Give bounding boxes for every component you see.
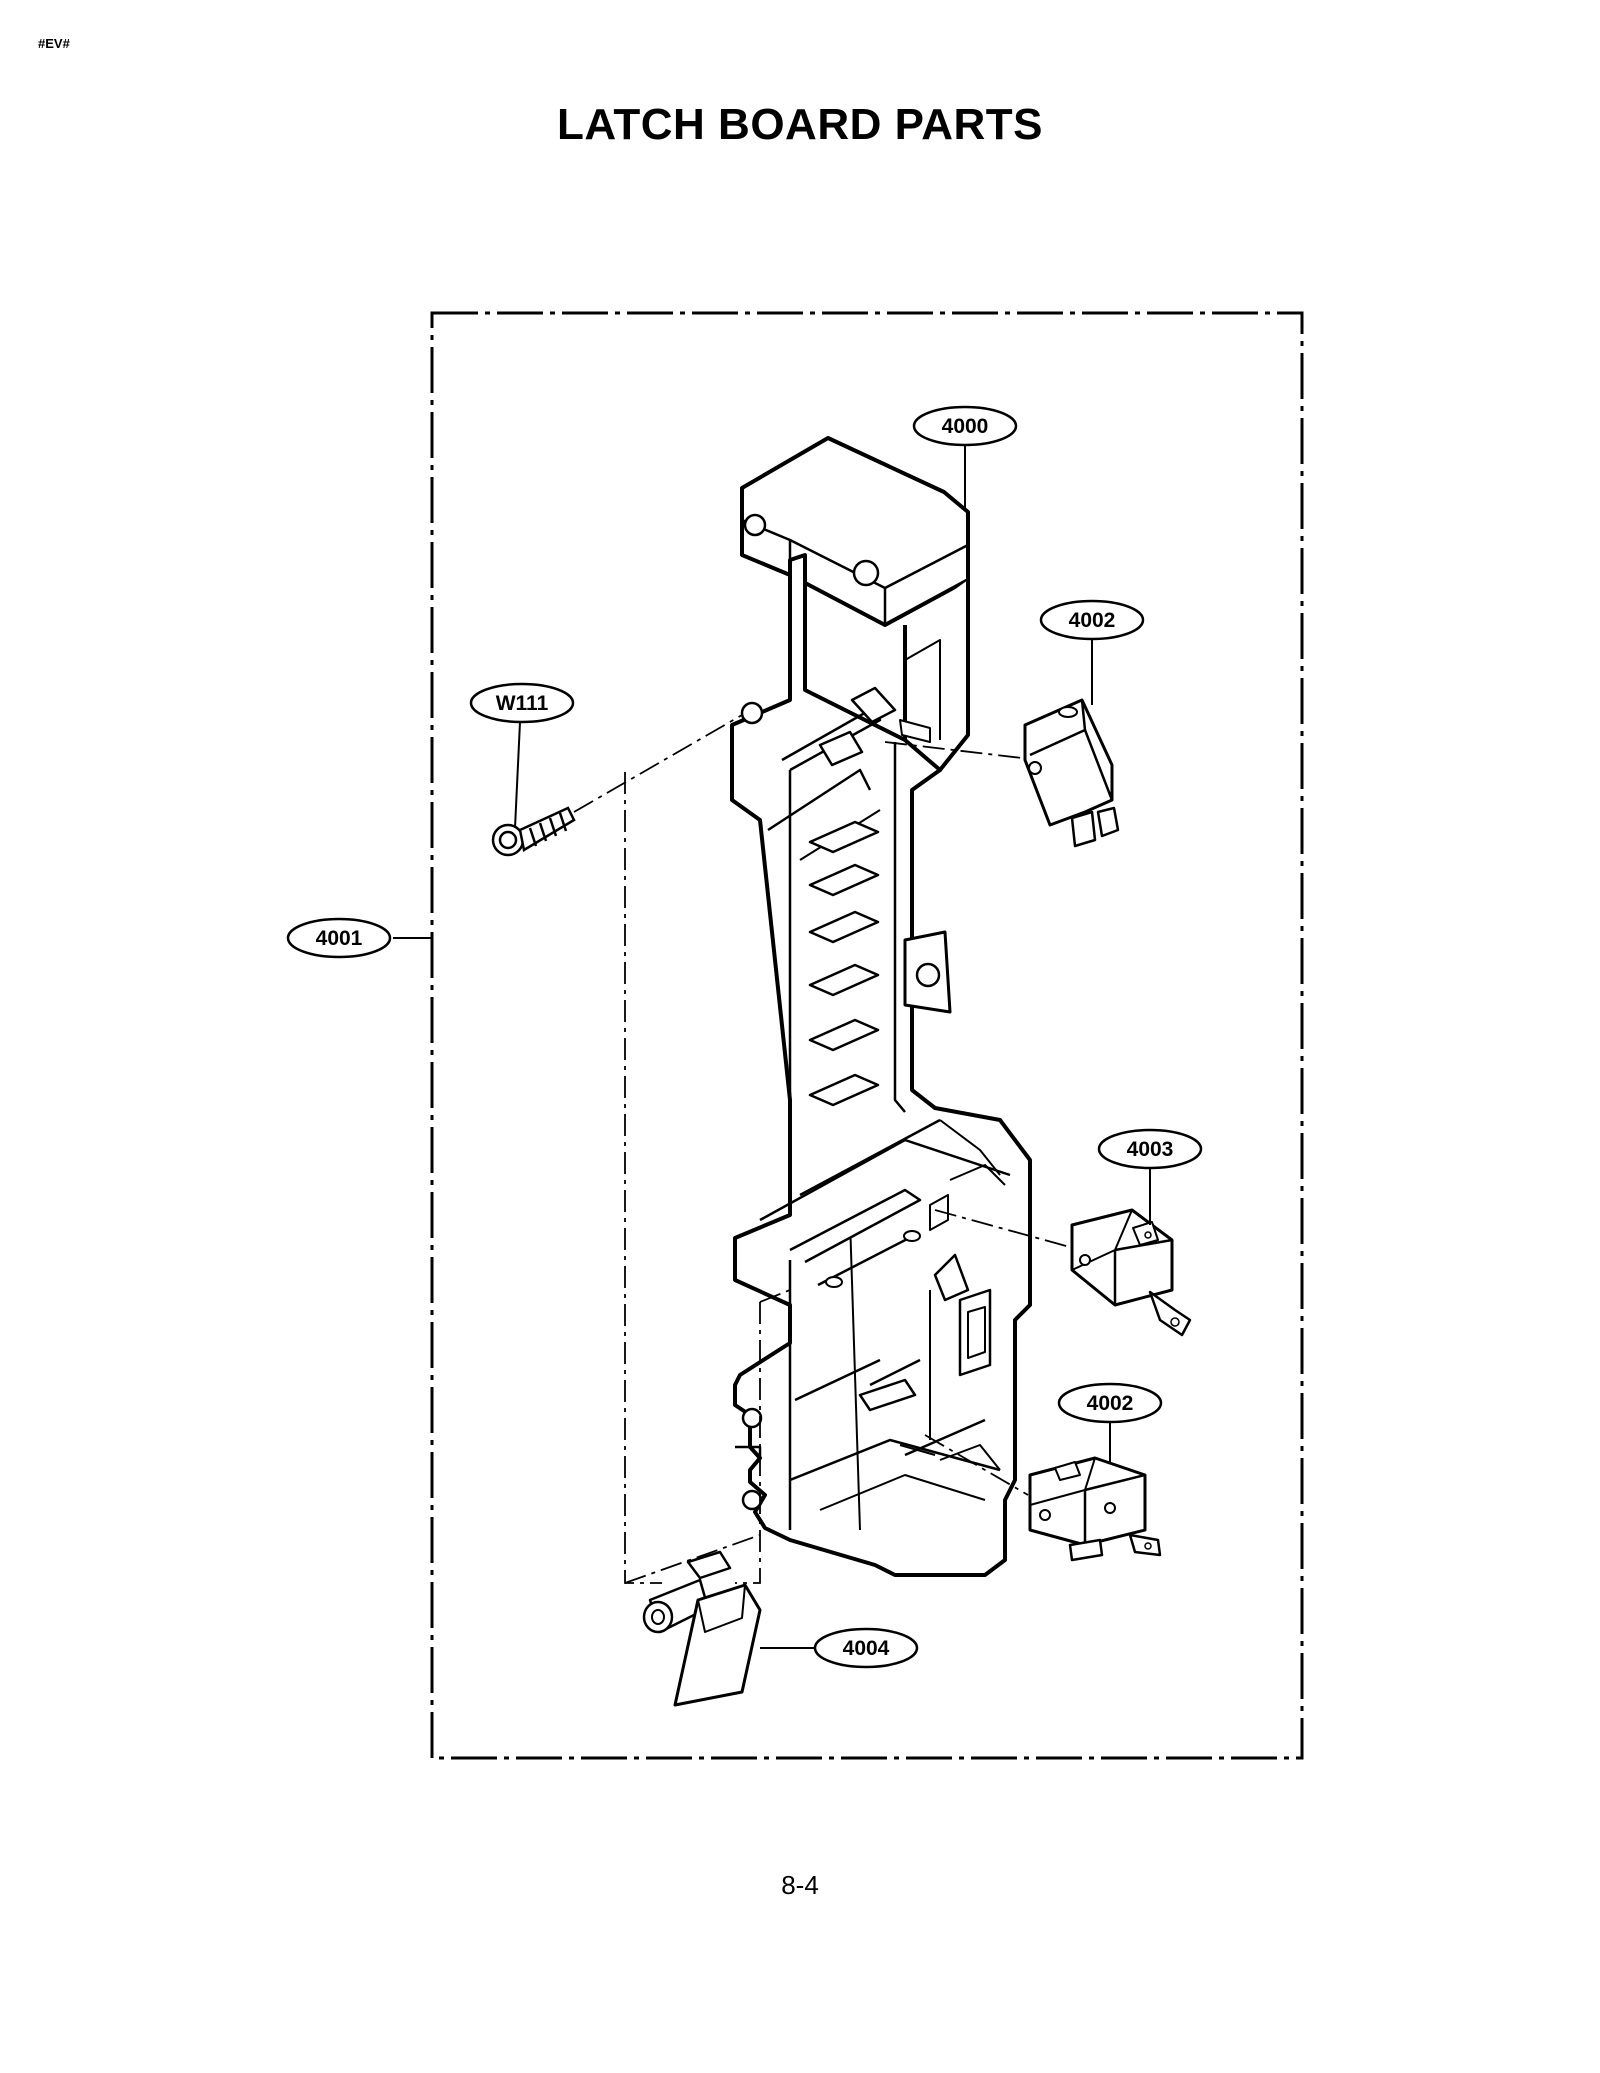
callout-label: 4004 (843, 1637, 890, 1660)
callout-label: 4000 (942, 415, 989, 438)
callout-label: 4002 (1069, 609, 1116, 632)
screw-drawing (491, 806, 576, 857)
callout-label: W111 (496, 692, 549, 715)
leader-lines (393, 445, 1151, 1649)
page-title: LATCH BOARD PARTS (557, 100, 1043, 149)
callout-4002-lower: 4002 (1057, 1382, 1163, 1424)
callout-label: 4002 (1087, 1392, 1134, 1415)
callout-4000: 4000 (912, 405, 1018, 447)
latch-board-drawing (730, 436, 1032, 1577)
document-code: #EV# (38, 36, 70, 51)
callout-label: 4001 (316, 927, 363, 950)
assembly-guide-lines (573, 714, 1071, 1584)
latch-lever-drawing (642, 1550, 762, 1707)
callout-4003: 4003 (1097, 1128, 1203, 1170)
callout-w111: W111 (469, 682, 575, 724)
micro-switch-middle-drawing (1070, 1208, 1192, 1337)
page-number: 8-4 (781, 1870, 819, 1900)
callout-4004: 4004 (813, 1627, 919, 1669)
callout-4001: 4001 (286, 917, 392, 959)
callout-label: 4003 (1127, 1138, 1174, 1161)
callout-4002-upper: 4002 (1039, 599, 1145, 641)
assembly-boundary (430, 311, 1304, 1760)
micro-switch-lower-drawing (1028, 1456, 1162, 1562)
micro-switch-upper-drawing (1023, 698, 1120, 848)
